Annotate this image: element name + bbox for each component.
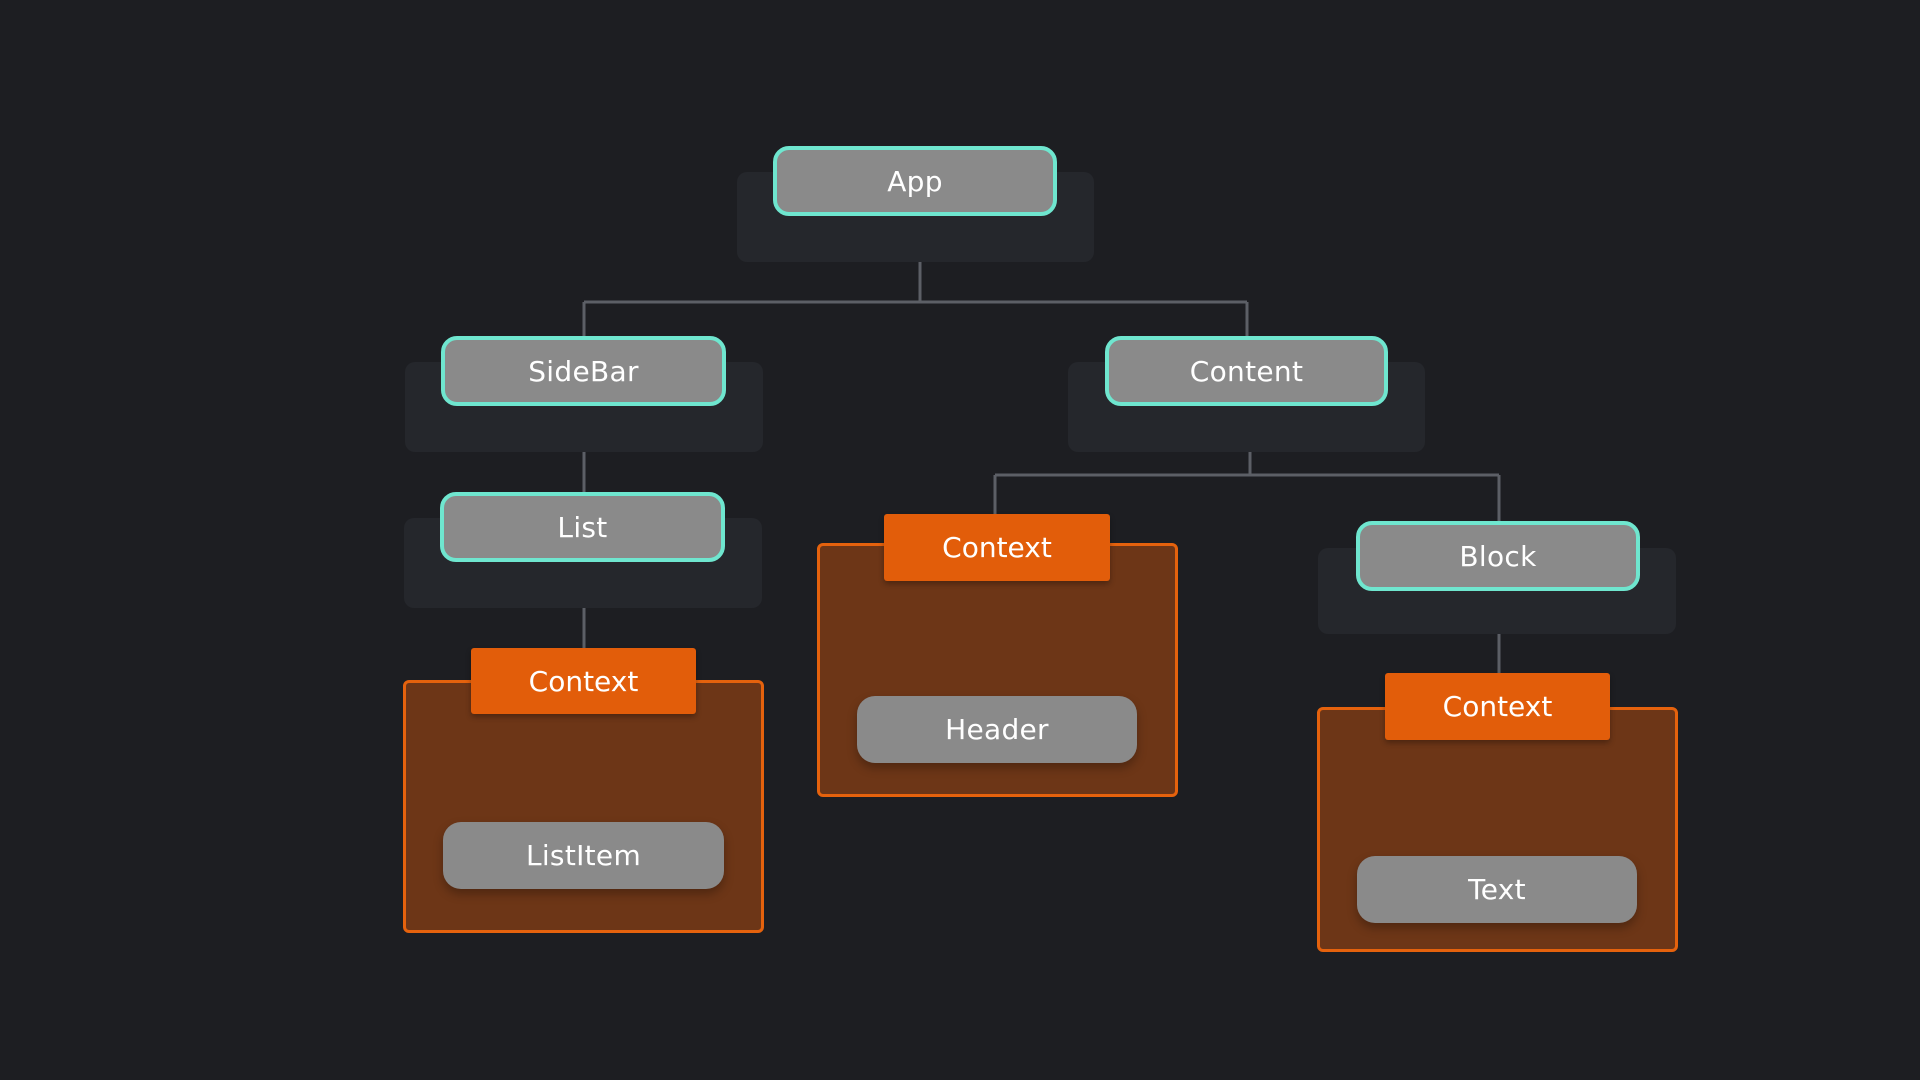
edge-app-to-children xyxy=(582,262,1249,338)
header-node: Header xyxy=(857,696,1137,763)
edge-content-to-children xyxy=(993,452,1501,523)
content-node: Content xyxy=(1105,336,1388,406)
block-node: Block xyxy=(1356,521,1640,591)
sidebar-node: SideBar xyxy=(441,336,726,406)
list-node: List xyxy=(440,492,725,562)
context-tab-block: Context xyxy=(1385,673,1610,740)
text-node: Text xyxy=(1357,856,1637,923)
app-node: App xyxy=(773,146,1057,216)
context-tab-content: Context xyxy=(884,514,1110,581)
listitem-node: ListItem xyxy=(443,822,724,889)
context-tab-list: Context xyxy=(471,648,696,714)
context-box-list xyxy=(403,680,764,933)
